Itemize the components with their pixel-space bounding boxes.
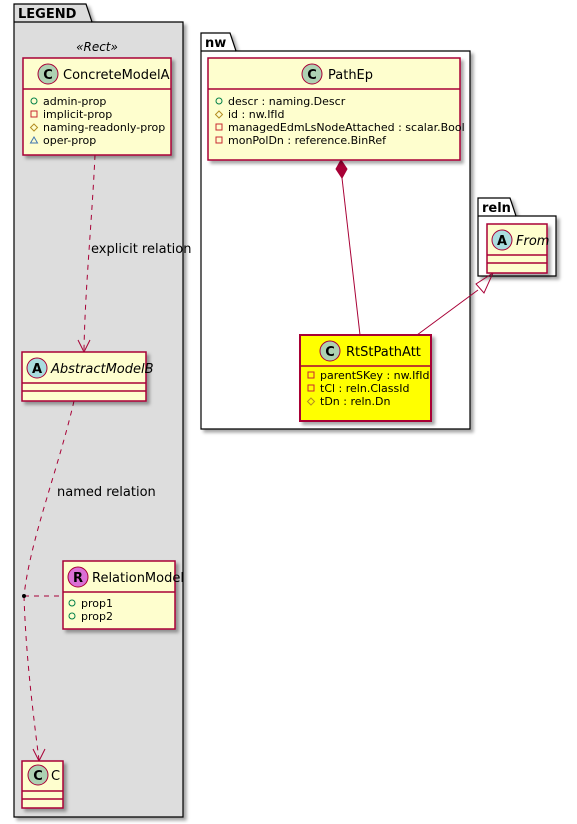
public-icon (68, 599, 76, 607)
class-c[interactable]: C C (21, 760, 64, 809)
named-relation-edge: named relation (22, 400, 156, 763)
protected-icon (214, 110, 224, 119)
private-icon (307, 384, 315, 392)
attribute: prop2 (81, 610, 113, 623)
attribute: admin-prop (43, 95, 106, 108)
package-icon (29, 136, 39, 144)
public-icon (68, 612, 76, 620)
class-kind-letter: C (43, 68, 53, 83)
legend-stereotype: «Rect» (76, 40, 118, 54)
attribute: oper-prop (43, 134, 96, 147)
attribute: naming-readonly-prop (43, 121, 165, 134)
class-kind-letter: C (33, 769, 43, 784)
named-relation-label: named relation (57, 485, 156, 500)
class-abstract-model-b[interactable]: A AbstractModelB (21, 351, 154, 402)
legend-package-title: LEGEND (18, 7, 77, 22)
class-circle-icon: C (27, 764, 49, 786)
attribute: implicit-prop (43, 108, 112, 121)
class-name: RtStPathAtt (346, 345, 421, 360)
class-name: ConcreteModelA (63, 68, 170, 83)
inheritance-edge (416, 271, 495, 336)
class-kind-letter: C (307, 68, 317, 83)
class-concrete-model-a[interactable]: C ConcreteModelA admin-prop implicit-pro… (22, 57, 172, 156)
class-rt-st-path-att[interactable]: C RtStPathAtt parentSKey : nw.IfId tCl :… (299, 334, 432, 422)
class-circle-icon: C (301, 63, 323, 85)
composition-edge (335, 159, 361, 336)
attribute: monPolDn : reference.BinRef (228, 134, 387, 147)
class-kind-letter: A (497, 234, 507, 249)
class-kind-letter: R (73, 571, 83, 586)
attribute: parentSKey : nw.IfId (320, 369, 429, 382)
public-icon (215, 97, 223, 105)
private-icon (30, 110, 38, 118)
protected-icon (29, 123, 39, 132)
class-name: C (51, 769, 60, 784)
reln-package-title: reln (482, 201, 511, 216)
class-relation-model[interactable]: R RelationModel prop1 prop2 (62, 560, 184, 630)
class-name: PathEp (328, 68, 373, 83)
attribute: managedEdmLsNodeAttached : scalar.Bool (228, 121, 465, 134)
class-circle-icon: C (319, 340, 341, 362)
explicit-relation-label: explicit relation (91, 242, 191, 257)
private-icon (215, 136, 223, 144)
attribute: id : nw.IfId (228, 108, 285, 121)
public-icon (30, 97, 38, 105)
abstract-circle-icon: A (491, 229, 513, 251)
nw-package-title: nw (205, 36, 226, 51)
protected-icon (306, 397, 316, 406)
class-name: AbstractModelB (50, 362, 154, 377)
class-from[interactable]: A From (486, 223, 549, 274)
class-circle-icon: C (37, 63, 59, 85)
private-icon (307, 371, 315, 379)
attribute: tCl : reln.ClassId (320, 382, 410, 395)
class-kind-letter: C (325, 345, 335, 360)
attribute: prop1 (81, 597, 113, 610)
class-name: From (516, 234, 549, 249)
attribute: descr : naming.Descr (228, 95, 346, 108)
class-kind-letter: A (32, 362, 42, 377)
relation-circle-icon: R (67, 566, 89, 588)
class-path-ep[interactable]: C PathEp descr : naming.Descr id : nw.If… (207, 57, 465, 161)
private-icon (215, 123, 223, 131)
class-name: RelationModel (92, 571, 184, 586)
attribute: tDn : reln.Dn (320, 395, 390, 408)
abstract-circle-icon: A (26, 357, 48, 379)
